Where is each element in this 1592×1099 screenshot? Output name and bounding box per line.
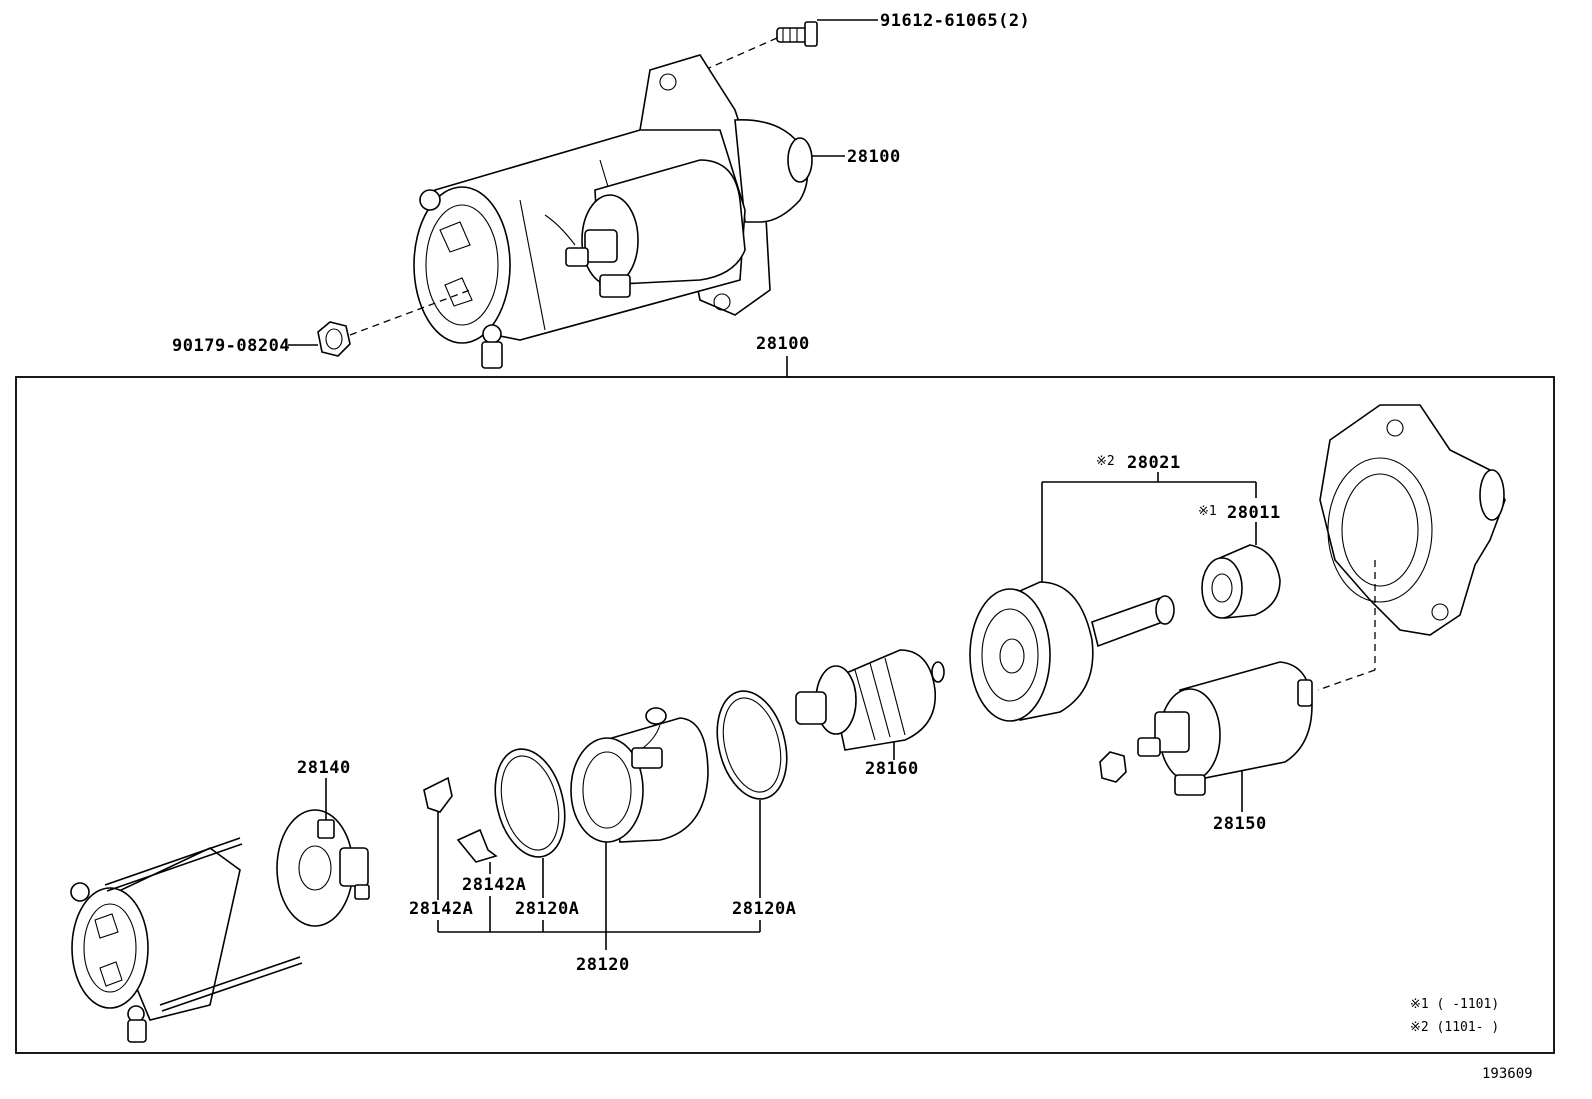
bolt-drawing <box>776 21 818 47</box>
drive-housing-drawing <box>1319 404 1506 636</box>
nut-drawing <box>317 321 351 357</box>
label-nut: 90179-08204 <box>172 336 290 356</box>
oring-left-drawing <box>494 748 566 858</box>
note-2: ※2 (1101- ) <box>1410 1020 1499 1035</box>
note-1: ※1 ( -1101) <box>1410 997 1499 1012</box>
figure-number: 193609 <box>1482 1066 1533 1082</box>
solenoid-drawing <box>1099 661 1313 796</box>
mark-clutch-sub: ※2 <box>1096 454 1115 469</box>
end-frame-drawing <box>70 837 303 1043</box>
label-solenoid: 28150 <box>1213 814 1267 834</box>
oring-right-drawing <box>716 690 788 800</box>
label-oring-left: 28120A <box>515 899 579 919</box>
label-clip-upper: 28142A <box>409 899 473 919</box>
mark-pinion: ※1 <box>1198 504 1217 519</box>
armature-drawing <box>795 649 945 751</box>
clutch-drawing <box>969 581 1175 722</box>
label-starter-top: 28100 <box>847 147 901 167</box>
clip-lower-drawing <box>456 828 498 863</box>
label-pinion: 28011 <box>1227 503 1281 523</box>
brush-holder-drawing <box>276 809 370 927</box>
clip-upper-drawing <box>423 776 453 813</box>
label-clutch-sub: 28021 <box>1127 453 1181 473</box>
pinion-drawing <box>1201 544 1281 619</box>
label-clip-lower: 28142A <box>462 875 526 895</box>
label-oring-right: 28120A <box>732 899 796 919</box>
yoke-drawing <box>570 707 709 843</box>
label-yoke: 28120 <box>576 955 630 975</box>
label-assembly: 28100 <box>756 334 810 354</box>
starter-assembly-drawing <box>317 21 818 369</box>
label-bolt: 91612-61065(2) <box>880 11 1030 31</box>
label-armature: 28160 <box>865 759 919 779</box>
label-brush-holder: 28140 <box>297 758 351 778</box>
exploded-view-frame <box>15 376 1555 1054</box>
